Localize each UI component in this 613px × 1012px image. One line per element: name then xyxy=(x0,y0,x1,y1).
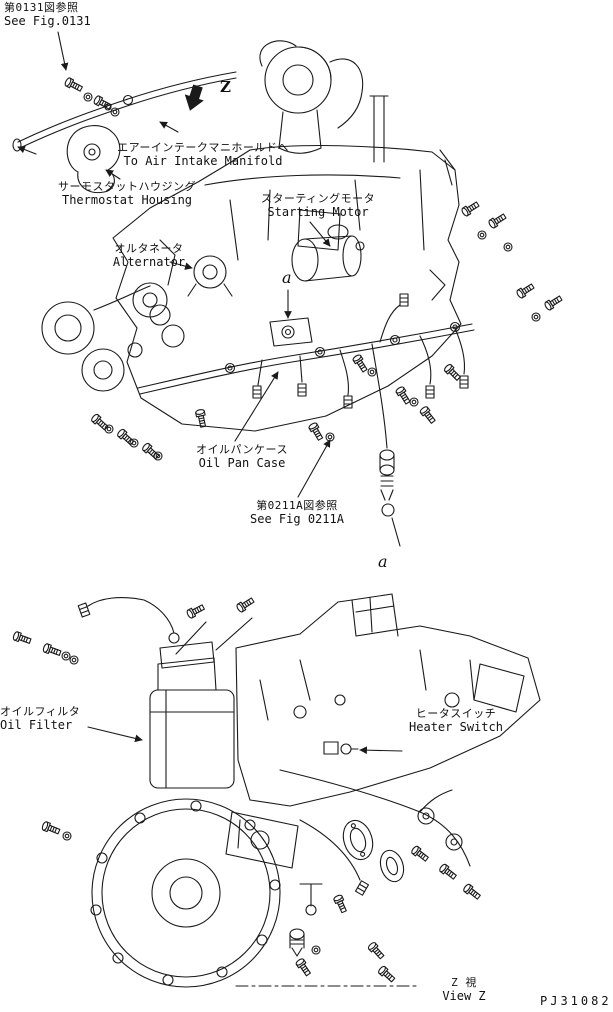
drawing-number: PJ31082 xyxy=(540,994,612,1008)
callout-oil-pan-jp: オイルパンケース xyxy=(196,443,288,456)
lower-harness-art xyxy=(279,769,471,896)
z-marker-top: Z xyxy=(220,78,231,96)
callout-alternator-jp: オルタネータ xyxy=(114,242,184,255)
thermostat-housing-art xyxy=(66,125,121,194)
flange-gaskets-art xyxy=(342,819,405,883)
lower-engine-outline xyxy=(235,593,541,807)
callout-alternator-en: Alternator xyxy=(112,255,186,270)
a-marker-top: a xyxy=(282,268,292,287)
engine-block-art xyxy=(112,144,462,432)
callout-heater-switch-jp: ヒータスイッチ xyxy=(415,707,497,720)
heater-switch-art xyxy=(323,741,403,755)
section-a-top xyxy=(269,289,313,347)
pulley-train-art xyxy=(41,282,185,392)
fig0211a-leader xyxy=(297,439,331,498)
callout-thermostat-jp: サーモスタットハウジング xyxy=(58,180,196,193)
callout-starting-motor-jp: スターティングモータ xyxy=(260,192,376,205)
callout-air-intake-jp: エアーインテークマニホールドへ xyxy=(117,141,289,154)
lower-view-z xyxy=(11,593,541,988)
pipe-fitting-art xyxy=(299,883,323,916)
lower-sensor-art xyxy=(289,928,321,957)
z-direction-arrow xyxy=(184,84,204,111)
flywheel-housing-art xyxy=(90,798,281,988)
callout-starting-motor: スターティングモータ Starting Motor xyxy=(252,192,384,220)
right-pipe xyxy=(369,95,389,163)
callout-starting-motor-en: Starting Motor xyxy=(267,205,369,220)
callout-oil-filter-en: Oil Filter xyxy=(0,718,73,733)
sensor-art xyxy=(371,343,401,547)
callout-oil-pan: オイルパンケース Oil Pan Case xyxy=(186,443,298,471)
figure-ref-mid-en: See Fig 0211A xyxy=(250,512,344,527)
upper-engine-view xyxy=(12,31,564,547)
callout-oil-pan-en: Oil Pan Case xyxy=(198,456,286,471)
figure-ref-mid-jp: 第0211A図参照 xyxy=(256,499,338,512)
callout-air-intake-en: To Air Intake Manifold xyxy=(123,154,283,169)
wiring-harness-art xyxy=(137,293,475,409)
a-marker-bottom: a xyxy=(378,552,388,571)
callout-air-intake: エアーインテークマニホールドへ To Air Intake Manifold xyxy=(112,141,294,169)
mounting-bracket-art xyxy=(225,811,299,869)
fig0131-leader xyxy=(57,31,69,71)
alternator-art xyxy=(169,255,233,297)
callout-heater-switch: ヒータスイッチ Heater Switch xyxy=(404,707,508,735)
figure-ref-top-jp: 第0131図参照 xyxy=(4,1,79,14)
turbocharger-art xyxy=(259,40,364,154)
figure-ref-top: 第0131図参照 See Fig.0131 xyxy=(4,1,91,29)
callout-alternator: オルタネータ Alternator xyxy=(104,242,194,270)
callout-oil-filter-jp: オイルフィルタ xyxy=(0,705,81,718)
starting-motor-art xyxy=(291,221,365,282)
callout-thermostat: サーモスタットハウジング Thermostat Housing xyxy=(52,180,202,208)
callout-thermostat-en: Thermostat Housing xyxy=(61,193,193,208)
callout-oil-filter: オイルフィルタ Oil Filter xyxy=(0,705,80,733)
callout-heater-switch-en: Heater Switch xyxy=(409,720,503,735)
view-z-label-en: View Z xyxy=(442,989,486,1004)
view-z-label-jp: Z 視 xyxy=(451,976,477,989)
air-intake-hose xyxy=(12,71,237,155)
figure-ref-mid: 第0211A図参照 See Fig 0211A xyxy=(243,499,351,527)
view-z-label: Z 視 View Z xyxy=(436,976,492,1004)
oil-filter-art xyxy=(77,597,253,789)
oil-pan-leader xyxy=(234,371,279,442)
figure-ref-top-en: See Fig.0131 xyxy=(4,14,91,29)
